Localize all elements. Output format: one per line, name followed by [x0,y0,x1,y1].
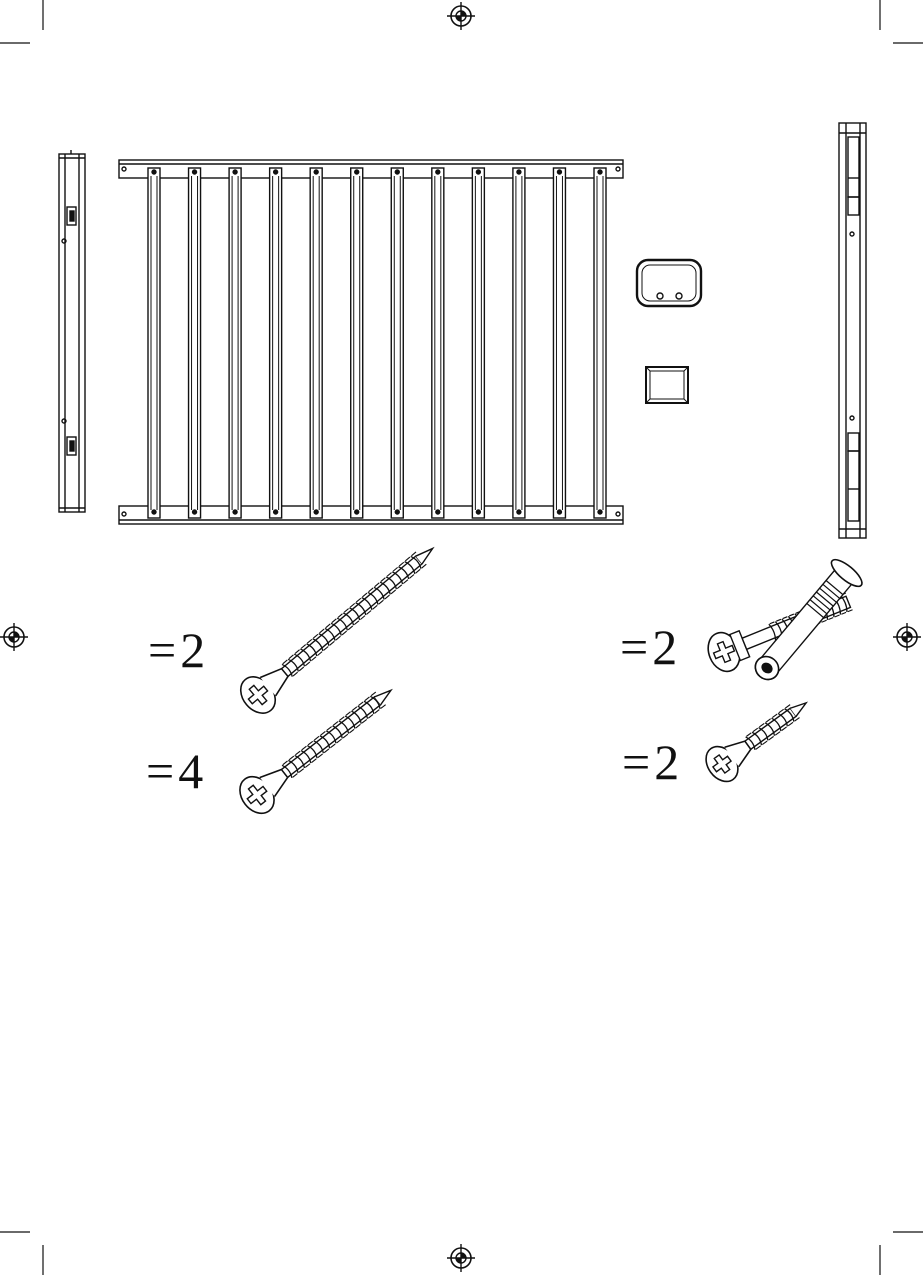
panel-slat [189,168,201,518]
panel-slat [310,168,322,518]
registration-mark-icon [447,1244,475,1272]
panel-slat [351,168,363,518]
equals-sign: = [620,619,648,675]
end-cap [646,367,688,403]
panel-slat [270,168,282,518]
panel-slat [472,168,484,518]
panel-slat [513,168,525,518]
quantity-value: 2 [180,622,205,678]
right-end-post [839,123,866,538]
panel-slat [432,168,444,518]
equals-sign: = [148,622,176,678]
panel-slat [148,168,160,518]
quantity-value: 2 [652,619,677,675]
barrel-nut-icon [745,555,865,688]
registration-mark-icon [447,2,475,30]
registration-mark-icon [0,623,28,651]
gate-panel [119,160,623,524]
wall-bracket [637,260,701,306]
quantity-value: 2 [654,734,679,790]
short-screw-quantity: =2 [622,737,679,787]
medium-screw-quantity: =4 [146,746,203,796]
registration-mark-icon [893,623,921,651]
left-end-post [59,150,85,512]
quantity-value: 4 [178,743,203,799]
panel-slat [229,168,241,518]
equals-sign: = [622,734,650,790]
equals-sign: = [146,743,174,799]
panel-slat [553,168,565,518]
panel-slat [391,168,403,518]
screw-icon [234,533,446,720]
screw-icon [700,687,818,787]
panel-slat [594,168,606,518]
bolt-quantity: =2 [620,622,677,672]
long-screw-quantity: =2 [148,625,205,675]
